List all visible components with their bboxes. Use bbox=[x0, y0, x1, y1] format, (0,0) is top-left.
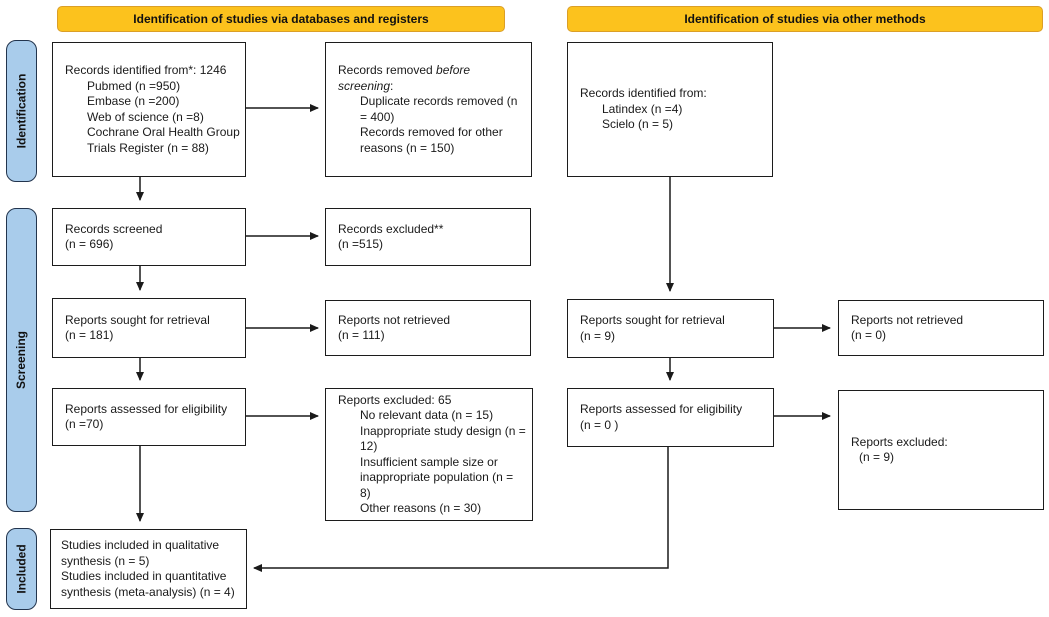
header-other-label: Identification of studies via other meth… bbox=[684, 12, 926, 26]
box-line: (n = 9) bbox=[859, 450, 895, 464]
box-item: Latindex (n =4) bbox=[602, 101, 683, 116]
box-line: (n = 696) bbox=[65, 237, 114, 251]
box-item: Cochrane Oral Health Group Trials Regist… bbox=[87, 125, 240, 155]
box-title: Records identified from: bbox=[580, 86, 707, 101]
box-item: Web of science (n =8) bbox=[87, 109, 204, 124]
box-reports-not-retrieved-other: Reports not retrieved (n = 0) bbox=[838, 300, 1044, 356]
box-title: Reports excluded: 65 bbox=[338, 392, 452, 407]
stage-identification-label: Identification bbox=[14, 73, 29, 149]
box-reports-sought-databases: Reports sought for retrieval (n = 181) bbox=[52, 298, 246, 358]
box-line: (n =70) bbox=[65, 417, 104, 431]
box-line: Records excluded** bbox=[338, 221, 444, 236]
box-title: Records identified from*: 1246 bbox=[65, 63, 227, 77]
header-databases-registers: Identification of studies via databases … bbox=[57, 6, 505, 32]
box-line: (n = 0 ) bbox=[580, 417, 619, 432]
box-item: Embase (n =200) bbox=[87, 94, 180, 108]
box-line: Reports excluded: bbox=[851, 434, 948, 449]
arrow-other-assessed-to-included bbox=[253, 447, 669, 572]
box-title: Records removed before screening: bbox=[338, 63, 471, 93]
box-line: Studies included in quantitative synthes… bbox=[61, 569, 235, 599]
box-records-screened: Records screened (n = 696) bbox=[52, 208, 246, 266]
box-item: Inappropriate study design (n = 12) bbox=[360, 423, 526, 454]
box-line: Reports not retrieved bbox=[338, 312, 451, 327]
box-item: Scielo (n = 5) bbox=[602, 117, 674, 132]
header-other-methods: Identification of studies via other meth… bbox=[567, 6, 1043, 32]
box-item: Duplicate records removed (n = 400) bbox=[360, 94, 518, 124]
box-line: (n = 111) bbox=[338, 328, 385, 342]
box-studies-included: Studies included in qualitative synthesi… bbox=[50, 529, 247, 609]
box-line: (n = 0) bbox=[851, 328, 887, 342]
box-reports-assessed-other: Reports assessed for eligibility (n = 0 … bbox=[567, 388, 774, 447]
stage-included: Included bbox=[6, 528, 37, 610]
box-line: Reports not retrieved bbox=[851, 312, 964, 327]
box-item: Records removed for other reasons (n = 1… bbox=[360, 125, 503, 155]
box-line: Reports assessed for eligibility bbox=[65, 401, 228, 416]
stage-included-label: Included bbox=[14, 544, 29, 594]
box-item: Other reasons (n = 30) bbox=[360, 501, 482, 515]
box-item: Insufficient sample size or inappropriat… bbox=[360, 454, 514, 500]
box-item: No relevant data (n = 15) bbox=[360, 408, 494, 422]
stage-screening: Screening bbox=[6, 208, 37, 512]
box-line: Records screened bbox=[65, 221, 163, 236]
box-records-removed-before-screening: Records removed before screening: Duplic… bbox=[325, 42, 532, 177]
box-line: Reports sought for retrieval bbox=[65, 312, 210, 327]
box-line: (n = 181) bbox=[65, 328, 114, 342]
box-reports-excluded-databases: Reports excluded: 65 No relevant data (n… bbox=[325, 388, 533, 521]
box-line: (n = 9) bbox=[580, 328, 616, 343]
box-line: Reports sought for retrieval bbox=[580, 313, 725, 327]
box-records-excluded: Records excluded** (n =515) bbox=[325, 208, 531, 266]
box-line: (n =515) bbox=[338, 237, 384, 251]
box-records-identified-databases: Records identified from*: 1246 Pubmed (n… bbox=[52, 42, 246, 177]
box-item: Pubmed (n =950) bbox=[87, 78, 181, 93]
box-reports-not-retrieved-databases: Reports not retrieved (n = 111) bbox=[325, 300, 531, 356]
stage-identification: Identification bbox=[6, 40, 37, 182]
box-reports-assessed-databases: Reports assessed for eligibility (n =70) bbox=[52, 388, 246, 446]
box-line: Studies included in qualitative synthesi… bbox=[61, 538, 220, 568]
italic-before-screening: before screening bbox=[338, 63, 471, 93]
stage-screening-label: Screening bbox=[14, 330, 29, 390]
box-records-identified-other: Records identified from: Latindex (n =4)… bbox=[567, 42, 773, 177]
header-databases-label: Identification of studies via databases … bbox=[133, 12, 429, 26]
box-reports-excluded-other: Reports excluded: (n = 9) bbox=[838, 390, 1044, 510]
box-reports-sought-other: Reports sought for retrieval (n = 9) bbox=[567, 299, 774, 358]
box-line: Reports assessed for eligibility bbox=[580, 402, 743, 416]
